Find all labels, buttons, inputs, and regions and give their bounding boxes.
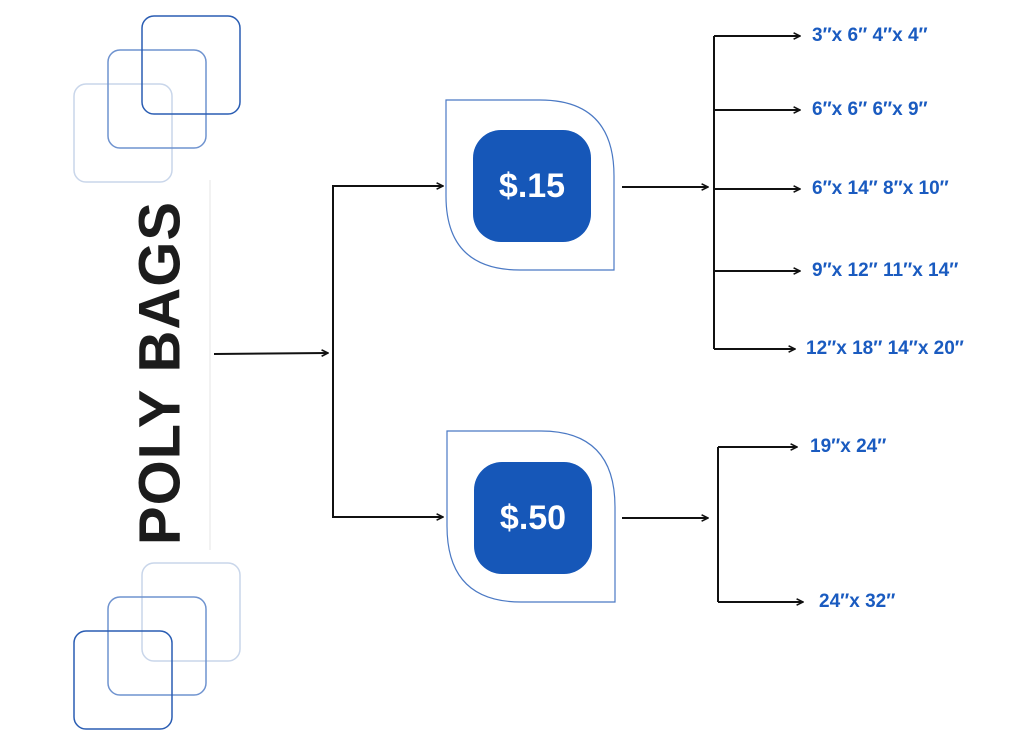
size-label-50-1: 19″x 24″ [810,436,887,457]
decor-square [73,83,173,183]
decor-square [73,630,173,730]
size-label-15-1: 3″x 6″ 4″x 4″ [812,25,928,46]
decor-square [107,49,207,149]
size-label-15-4: 9″x 12″ 11″x 14″ [812,260,959,281]
size-label-15-5: 12″x 18″ 14″x 20″ [806,338,964,359]
branch-trunk [332,185,443,518]
decor-squares-top [73,15,241,183]
price-badge-15: $.15 [473,130,591,242]
size-label-50-2: 24″x 32″ [819,591,896,612]
page-title: POLY BAGS [127,200,193,546]
decor-square [141,562,241,662]
decor-square [107,596,207,696]
connectors [213,36,803,602]
size-label-15-3: 6″x 14″ 8″x 10″ [812,178,949,199]
size-label-15-2: 6″x 6″ 6″x 9″ [812,99,928,120]
decor-square [141,15,241,115]
arrow-title [213,353,328,354]
price-badge-50: $.50 [474,462,592,574]
decor-squares-bottom [73,562,241,730]
